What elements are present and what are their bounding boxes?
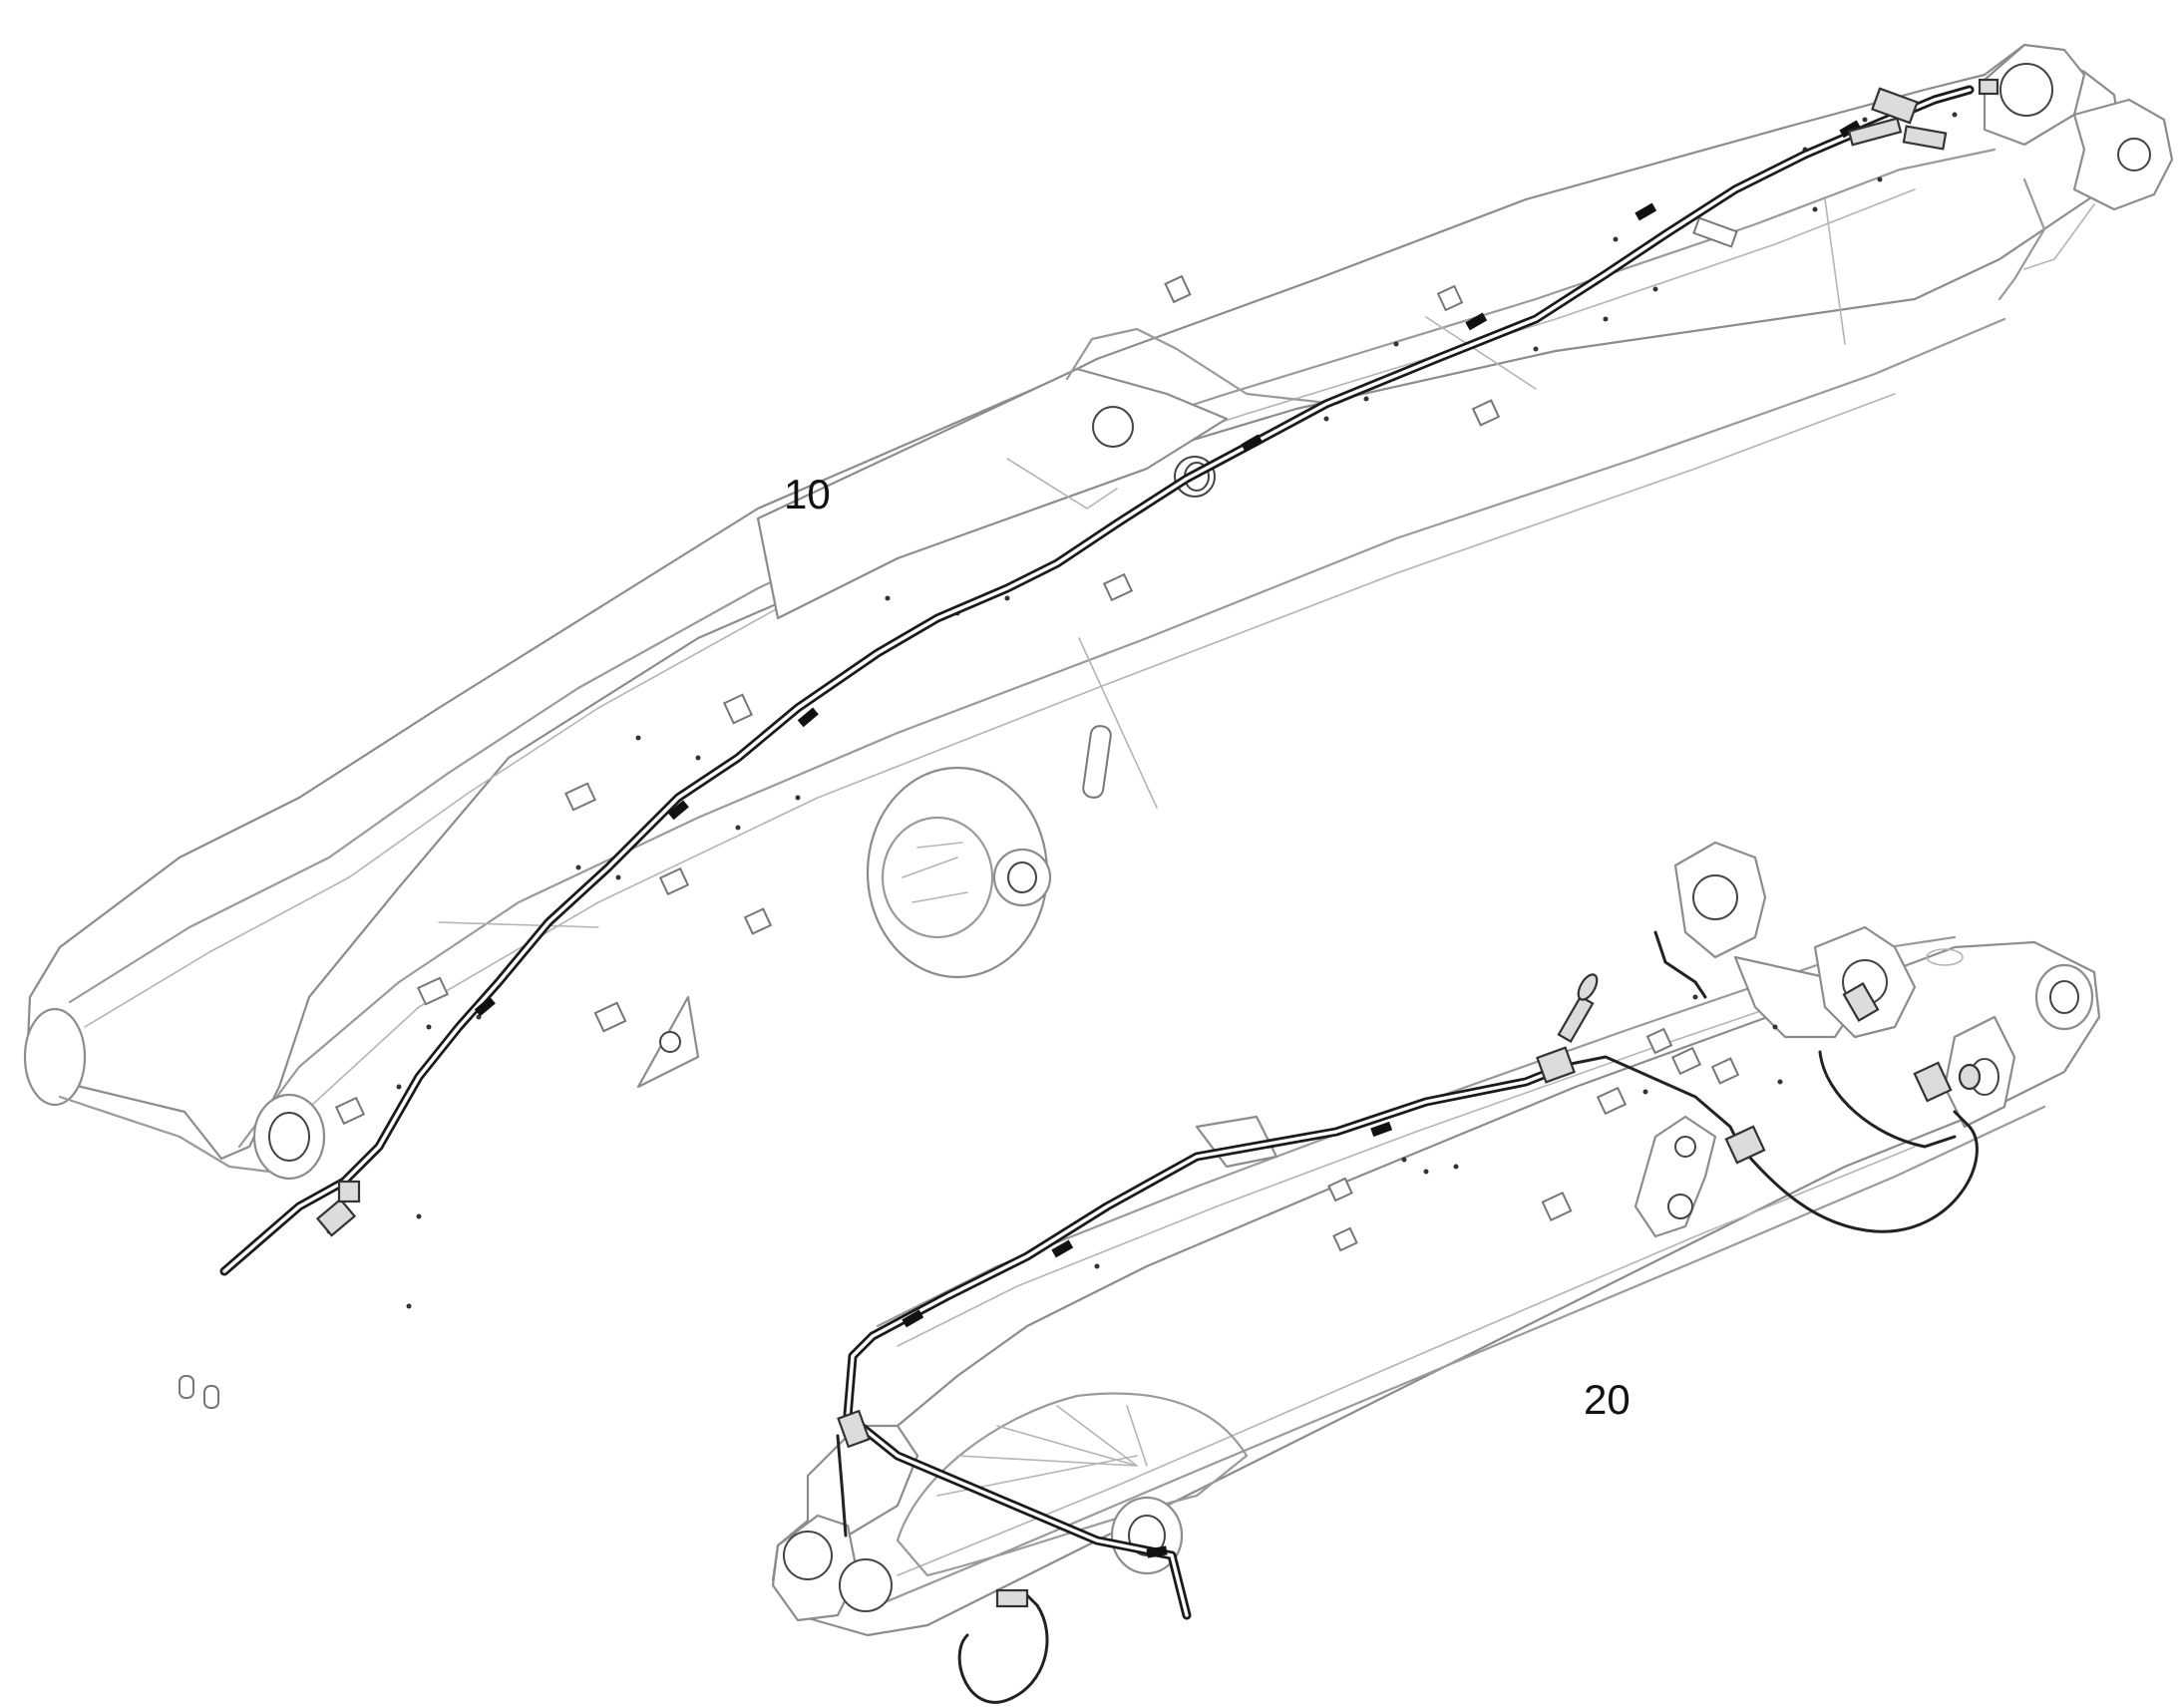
callout-10: 10 bbox=[784, 471, 831, 517]
hose-fittings bbox=[315, 78, 1999, 1237]
callout-20: 20 bbox=[1584, 1376, 1631, 1423]
arm-fittings bbox=[837, 973, 1982, 1608]
hose-clamps bbox=[474, 120, 1862, 1017]
boom-assembly-10: 10 bbox=[23, 43, 2174, 1409]
arm-bolt-marks bbox=[1094, 994, 1783, 1269]
arm-clamps bbox=[902, 1121, 1393, 1558]
arm-assembly-20: 20 bbox=[771, 841, 2101, 1704]
